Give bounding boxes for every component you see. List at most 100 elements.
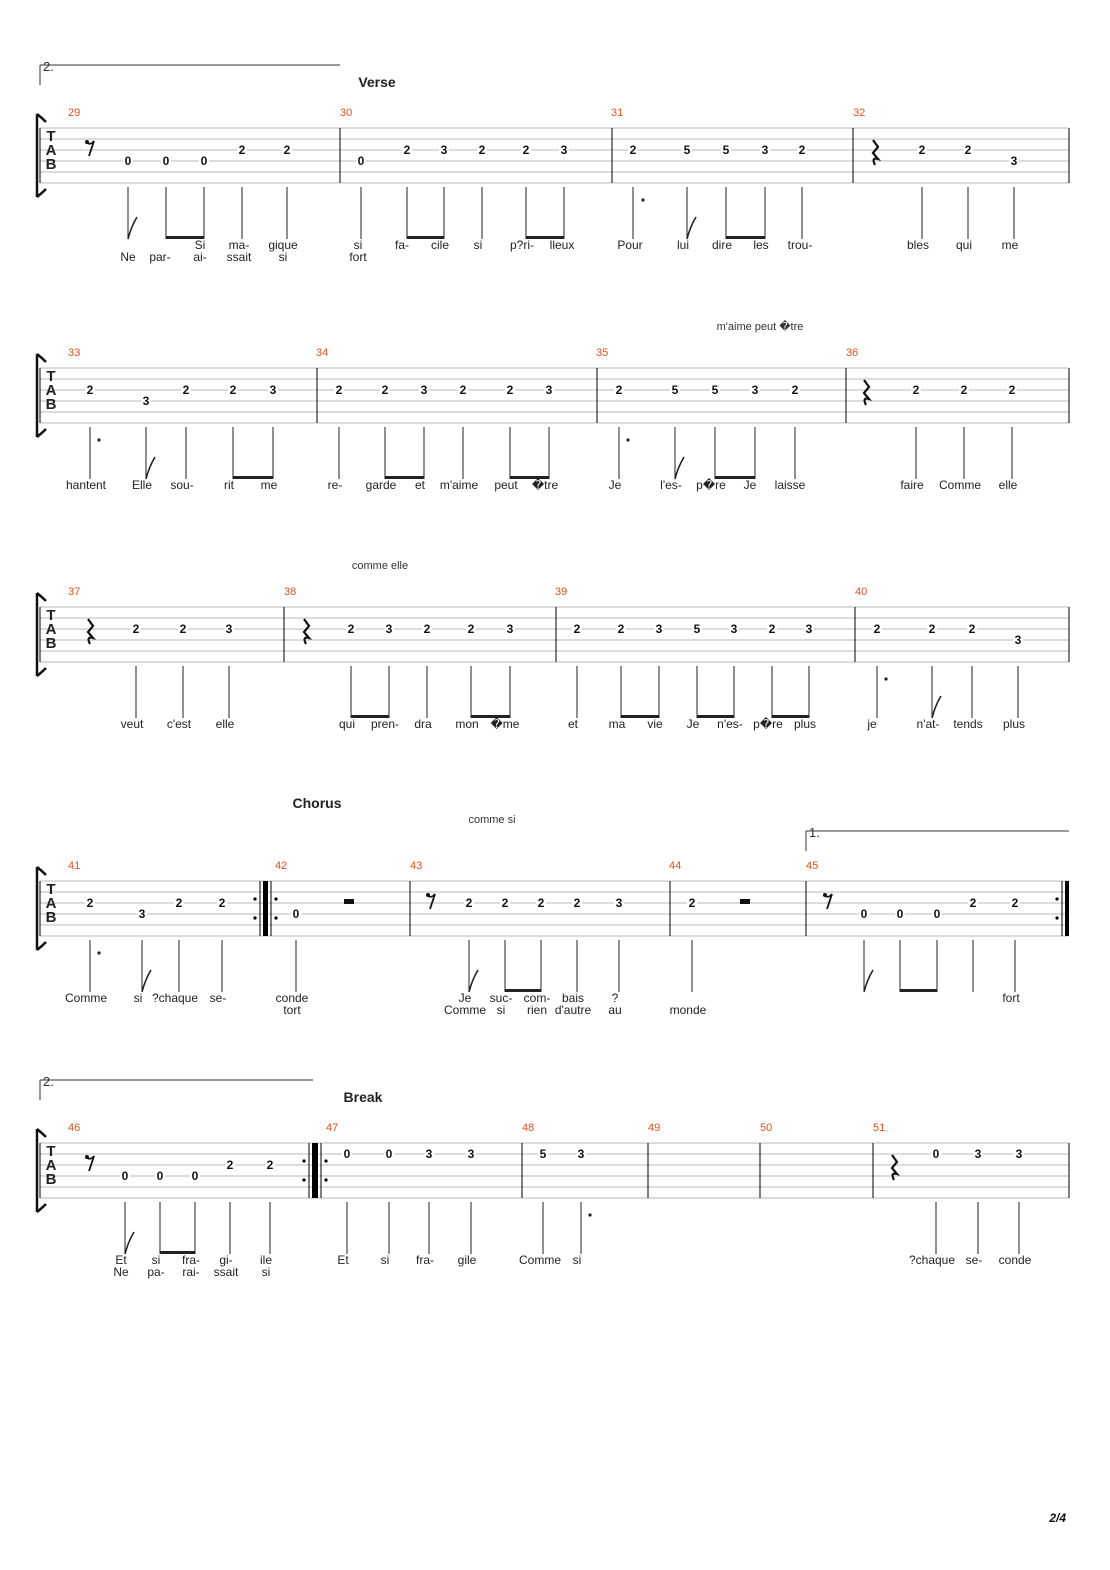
fret-knockout: [927, 623, 937, 635]
repeat-dot: [253, 916, 257, 920]
tab-clef-letter: A: [46, 621, 57, 638]
note-beam: [505, 989, 541, 992]
tab-clef-letter: B: [46, 156, 57, 173]
measure-number: 49: [648, 1122, 660, 1134]
tab-clef-letter: B: [46, 396, 57, 413]
repeat-dot: [274, 916, 278, 920]
half-rest: [344, 899, 354, 904]
lyric-syllable: Je: [744, 478, 757, 492]
fret-knockout: [334, 384, 344, 396]
fret-number: 3: [386, 622, 393, 636]
lyric-syllable: Comme: [444, 1003, 486, 1017]
fret-number: 2: [799, 143, 806, 157]
note-beam: [697, 715, 734, 718]
eighth-flag: [124, 1231, 135, 1255]
fret-knockout: [466, 1148, 476, 1160]
fret-number: 2: [618, 622, 625, 636]
lyric-syllable: bles: [907, 238, 929, 252]
quarter-rest: [890, 1154, 901, 1181]
tab-clef-letter: T: [46, 607, 55, 624]
fret-knockout: [424, 1148, 434, 1160]
lyric-syllable: si: [152, 1253, 161, 1267]
lyric-syllable: laisse: [775, 478, 806, 492]
lyric-syllable: Je: [687, 717, 700, 731]
measure-number: 32: [853, 107, 865, 119]
fret-number: 2: [267, 1158, 274, 1172]
lyric-syllable: tort: [283, 1003, 301, 1017]
repeat-dot: [253, 897, 257, 901]
fret-number: 2: [460, 383, 467, 397]
lyric-syllable: hantent: [66, 478, 107, 492]
rhythm-dot: [588, 1213, 592, 1217]
lyric-syllable: ma: [609, 717, 626, 731]
fret-knockout: [384, 623, 394, 635]
fret-number: 5: [540, 1147, 547, 1161]
fret-number: 2: [970, 896, 977, 910]
lyric-syllable: �tre: [532, 478, 559, 492]
fret-number: 0: [125, 154, 132, 168]
fret-number: 2: [965, 143, 972, 157]
fret-number: 0: [344, 1147, 351, 1161]
system-bracket: [35, 592, 47, 677]
lyric-syllable: qui: [956, 238, 972, 252]
lyric-syllable: suc-: [490, 991, 513, 1005]
eighth-rest-dot: [823, 893, 827, 897]
fret-knockout: [155, 1170, 165, 1182]
section-label: Break: [344, 1089, 383, 1105]
fret-knockout: [670, 384, 680, 396]
repeat-sign: [314, 1143, 328, 1198]
measure-number: 33: [68, 347, 80, 359]
fret-number: 2: [929, 622, 936, 636]
fret-number: 2: [689, 896, 696, 910]
fret-number: 2: [1012, 896, 1019, 910]
eighth-flag: [863, 969, 874, 993]
fret-knockout: [967, 623, 977, 635]
fret-knockout: [500, 897, 510, 909]
section-label: Verse: [358, 74, 396, 90]
lyric-syllable: dra: [414, 717, 432, 731]
measure-number: 29: [68, 107, 80, 119]
repeat-dot: [1055, 897, 1059, 901]
fret-number: 2: [284, 143, 291, 157]
fret-knockout: [614, 897, 624, 909]
fret-number: 2: [87, 383, 94, 397]
note-beam: [726, 236, 765, 239]
fret-knockout: [439, 144, 449, 156]
rhythm-dot: [97, 951, 101, 955]
eighth-rest-dot: [85, 140, 89, 144]
lyric-annotation: comme elle: [352, 560, 408, 572]
lyric-syllable: fra-: [182, 1253, 200, 1267]
fret-knockout: [859, 908, 869, 920]
fret-number: 3: [806, 622, 813, 636]
fret-knockout: [654, 623, 664, 635]
quarter-rest: [86, 618, 97, 645]
fret-number: 3: [270, 383, 277, 397]
lyric-syllable: Ne: [113, 1265, 129, 1279]
lyric-syllable: peut: [494, 478, 518, 492]
system-bracket: [35, 866, 47, 951]
measure-number: 30: [340, 107, 352, 119]
lyric-syllable: ile: [260, 1253, 272, 1267]
fret-knockout: [477, 144, 487, 156]
lyric-syllable: ?chaque: [909, 1253, 955, 1267]
note-beam: [351, 715, 389, 718]
fret-number: 3: [1015, 633, 1022, 647]
fret-knockout: [342, 1148, 352, 1160]
fret-knockout: [282, 144, 292, 156]
lyric-syllable: si: [381, 1253, 390, 1267]
measure-number: 47: [326, 1122, 338, 1134]
eighth-rest-dot: [426, 893, 430, 897]
lyric-syllable: faire: [900, 478, 924, 492]
lyric-syllable: re-: [328, 478, 343, 492]
lyric-syllable: ssait: [214, 1265, 239, 1279]
fret-knockout: [559, 144, 569, 156]
lyric-syllable: com-: [524, 991, 551, 1005]
fret-knockout: [760, 144, 770, 156]
lyric-syllable: vie: [647, 717, 663, 731]
fret-knockout: [422, 623, 432, 635]
repeat-dot: [302, 1178, 306, 1182]
lyric-syllable: si: [354, 238, 363, 252]
